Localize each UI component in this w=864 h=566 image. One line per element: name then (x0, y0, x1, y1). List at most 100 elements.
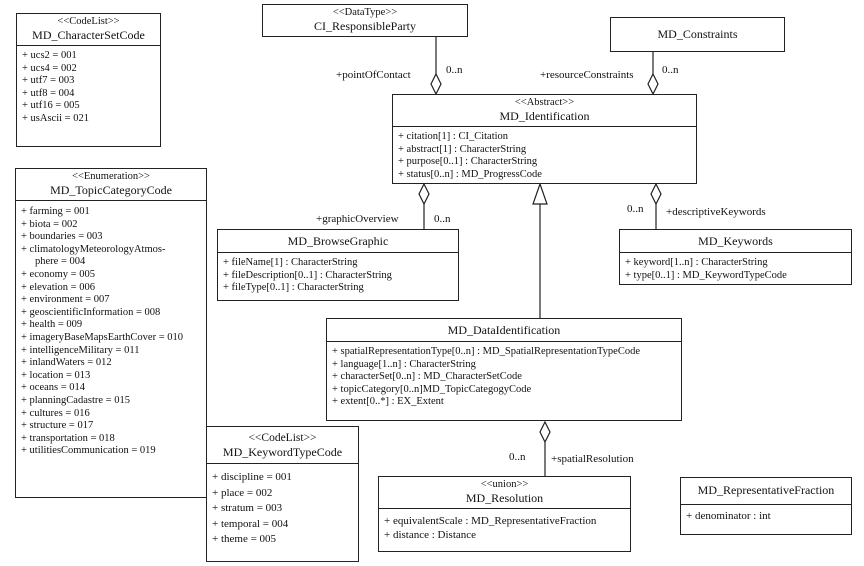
descriptive-keywords-role: +descriptiveKeywords (666, 206, 766, 218)
descriptive-keywords-multiplicity: 0..n (627, 203, 644, 215)
attribute: + abstract[1] : CharacterString (398, 143, 527, 155)
attribute: + stratum = 003 (212, 502, 283, 514)
attribute: + place = 002 (212, 486, 273, 499)
attribute-list: + spatialRepresentationType[0..n] : MD_S… (327, 342, 681, 413)
attribute: + boundaries = 003 (21, 231, 103, 243)
md-identification-class: <<Abstract>> MD_Identification + citatio… (392, 94, 697, 184)
class-name: MD_Identification (499, 109, 590, 123)
class-name: CI_ResponsibleParty (314, 19, 416, 33)
md-browsegraphic-class: MD_BrowseGraphic + fileName[1] : Charact… (217, 229, 459, 301)
class-name: MD_CharacterSetCode (32, 28, 145, 42)
md-dataidentification-class: MD_DataIdentification + spatialRepresent… (326, 318, 682, 421)
class-name: MD_KeywordTypeCode (222, 445, 343, 459)
spatial-resolution-diamond (539, 420, 551, 444)
point-of-contact-diamond (430, 72, 442, 96)
class-stereotype: <<CodeList>> (248, 432, 317, 444)
attribute-list: + equivalentScale : MD_RepresentativeFra… (379, 509, 630, 546)
attribute: + structure = 017 (21, 420, 94, 432)
class-stereotype: <<Enumeration>> (72, 171, 150, 182)
point-of-contact-role: +pointOfContact (336, 69, 411, 81)
md-constraints-class: MD_Constraints (610, 17, 785, 52)
md-resolution-class: <<union>> MD_Resolution + equivalentScal… (378, 476, 631, 552)
attribute-list: + farming = 001 + biota = 002 + boundari… (16, 201, 206, 462)
attribute: + intelligenceMilitary = 011 (21, 344, 140, 356)
attribute-list: + ucs2 = 001 + ucs4 = 002 + utf7 = 003 +… (17, 46, 160, 130)
descriptive-keywords-diamond (650, 182, 662, 206)
attribute: + temporal = 004 (212, 517, 289, 530)
spatial-resolution-role: +spatialResolution (551, 453, 634, 465)
class-stereotype: <<union>> (480, 479, 529, 490)
attribute: + utf7 = 003 (22, 75, 75, 87)
attribute: + utilitiesCommunication = 019 (21, 445, 156, 457)
ci-responsibleparty-class: <<DataType>> CI_ResponsibleParty (262, 4, 468, 37)
attribute: + climatologyMeteorologyAtmos- (21, 243, 166, 255)
attribute: + planningCadastre = 015 (21, 394, 130, 406)
resource-constraints-multiplicity: 0..n (662, 64, 679, 76)
attribute: + status[0..n] : MD_ProgressCode (398, 168, 542, 180)
attribute: + biota = 002 (21, 218, 78, 230)
attribute: + oceans = 014 (21, 382, 86, 394)
resource-constraints-diamond (647, 72, 659, 96)
class-name: MD_RepresentativeFraction (697, 483, 835, 497)
attribute: + equivalentScale : MD_RepresentativeFra… (384, 515, 597, 527)
attribute: + extent[0..*] : EX_Extent (332, 396, 444, 408)
graphic-overview-multiplicity: 0..n (434, 213, 451, 225)
resource-constraints-role: +resourceConstraints (540, 69, 634, 81)
attribute: + farming = 001 (21, 206, 90, 217)
attribute: + usAscii = 021 (22, 112, 89, 124)
md-representativefraction-class: MD_RepresentativeFraction + denominator … (680, 477, 852, 535)
class-name: MD_Resolution (465, 491, 544, 505)
attribute: + utf8 = 004 (22, 87, 75, 99)
attribute: + ucs2 = 001 (22, 50, 77, 61)
attribute: + type[0..1] : MD_KeywordTypeCode (625, 269, 787, 281)
attribute: + denominator : int (686, 510, 771, 522)
class-stereotype: <<DataType>> (332, 7, 398, 18)
spatial-resolution-multiplicity: 0..n (509, 451, 526, 463)
attribute-list: + denominator : int (681, 505, 851, 527)
attribute: + spatialRepresentationType[0..n] : MD_S… (332, 346, 641, 357)
md-charactersetcode-class: <<CodeList>> MD_CharacterSetCode + ucs2 … (16, 13, 161, 147)
md-keywords-class: MD_Keywords + keyword[1..n] : CharacterS… (619, 229, 852, 285)
attribute: + language[1..n] : CharacterString (332, 358, 476, 370)
attribute: + characterSet[0..n] : MD_CharacterSetCo… (332, 371, 522, 383)
attribute: + utf16 = 005 (22, 100, 80, 112)
point-of-contact-multiplicity: 0..n (446, 64, 463, 76)
attribute: + theme = 005 (212, 533, 277, 545)
class-stereotype: <<CodeList>> (57, 16, 120, 27)
attribute: + topicCategory[0..n]MD_TopicCategogyCod… (332, 383, 532, 395)
class-stereotype: <<Abstract>> (514, 97, 575, 108)
attribute: + health = 009 (21, 319, 83, 331)
attribute: + purpose[0..1] : CharacterString (398, 156, 538, 168)
attribute: + fileType[0..1] : CharacterString (223, 282, 364, 294)
attribute: + economy = 005 (21, 268, 95, 280)
attribute: + fileName[1] : CharacterString (223, 257, 358, 268)
class-name: MD_Keywords (698, 234, 773, 248)
attribute: + transportation = 018 (21, 432, 115, 444)
generalization-arrow (532, 182, 548, 205)
attribute: phere = 004 (35, 256, 86, 268)
attribute: + ucs4 = 002 (22, 62, 77, 74)
attribute: + inlandWaters = 012 (21, 357, 112, 369)
attribute: + cultures = 016 (21, 407, 90, 419)
class-name: MD_TopicCategoryCode (50, 183, 172, 197)
attribute: + geoscientificInformation = 008 (21, 306, 161, 318)
md-keywordtypecode-class: <<CodeList>> MD_KeywordTypeCode + discip… (206, 426, 359, 562)
graphic-overview-role: +graphicOverview (316, 213, 399, 225)
attribute: + discipline = 001 (212, 471, 292, 483)
attribute: + citation[1] : CI_Citation (398, 131, 509, 142)
attribute: + environment = 007 (21, 294, 110, 306)
class-name: MD_DataIdentification (447, 323, 561, 337)
attribute: + distance : Distance (384, 529, 477, 541)
attribute: + location = 013 (21, 369, 91, 381)
attribute: + imageryBaseMapsEarthCover = 010 (21, 331, 184, 343)
attribute: + fileDescription[0..1] : CharacterStrin… (223, 269, 392, 281)
attribute-list: + fileName[1] : CharacterString + fileDe… (218, 253, 458, 299)
attribute-list: + citation[1] : CI_Citation + abstract[1… (393, 127, 696, 185)
class-name: MD_BrowseGraphic (287, 234, 389, 248)
attribute: + elevation = 006 (21, 281, 95, 293)
attribute-list: + keyword[1..n] : CharacterString + type… (620, 253, 851, 286)
class-name: MD_Constraints (657, 27, 738, 41)
attribute: + keyword[1..n] : CharacterString (625, 257, 768, 268)
